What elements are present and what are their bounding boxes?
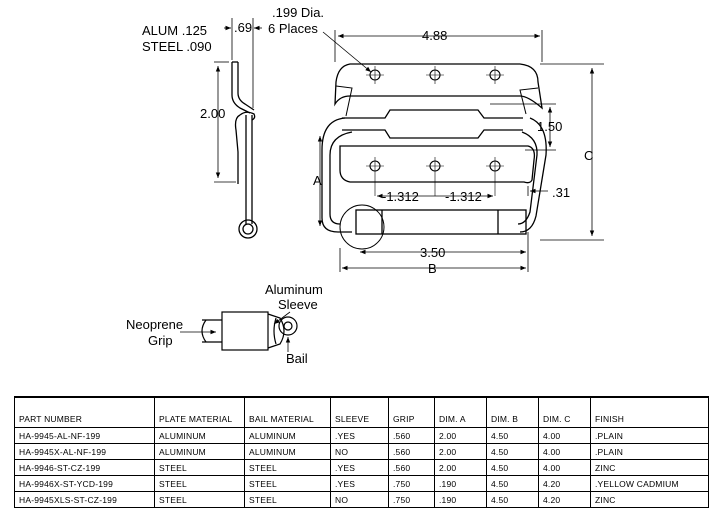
column-header: PART NUMBER xyxy=(14,396,155,428)
table-cell: STEEL xyxy=(244,491,331,508)
table-cell: .560 xyxy=(388,459,435,476)
table-cell: 4.00 xyxy=(538,443,591,460)
table-cell: HA-9945-AL-NF-199 xyxy=(14,427,155,444)
side-view xyxy=(214,18,258,239)
table-cell: ALUMINUM xyxy=(154,427,245,444)
column-header: FINISH xyxy=(590,396,709,428)
table-cell: .560 xyxy=(388,427,435,444)
table-cell: STEEL xyxy=(244,459,331,476)
table-cell: .PLAIN xyxy=(590,443,709,460)
table-cell: HA-9946X-ST-YCD-199 xyxy=(14,475,155,492)
table-cell: ZINC xyxy=(590,459,709,476)
table-cell: ALUMINUM xyxy=(244,427,331,444)
table-cell: .560 xyxy=(388,443,435,460)
sleeve-label-2: Sleeve xyxy=(278,297,318,312)
column-header: SLEEVE xyxy=(330,396,389,428)
table-cell: HA-9946-ST-CZ-199 xyxy=(14,459,155,476)
hole-count-label: 6 Places xyxy=(268,21,318,36)
technical-drawing: ALUM .125 STEEL .090 .69 2.00 xyxy=(126,5,604,366)
table-cell: STEEL xyxy=(154,491,245,508)
column-header: BAIL MATERIAL xyxy=(244,396,331,428)
dim-a-label: A xyxy=(313,173,322,188)
table-cell: 4.00 xyxy=(538,427,591,444)
edge-offset-label: .31 xyxy=(552,185,570,200)
hole-dia-label: .199 Dia. xyxy=(272,5,324,20)
width-top-label: 4.88 xyxy=(422,28,447,43)
table-cell: 4.50 xyxy=(486,491,539,508)
sleeve-label-1: Aluminum xyxy=(265,282,323,297)
table-cell: .750 xyxy=(388,475,435,492)
offset-label: .69 xyxy=(234,20,252,35)
table-cell: .PLAIN xyxy=(590,427,709,444)
table-cell: 4.20 xyxy=(538,475,591,492)
bail-label: Bail xyxy=(286,351,308,366)
table-cell: 2.00 xyxy=(434,427,487,444)
table-cell: .190 xyxy=(434,475,487,492)
hole-leader xyxy=(322,31,372,73)
table-cell: NO xyxy=(330,491,389,508)
dim-b-label: B xyxy=(428,261,437,276)
steel-thickness-label: STEEL .090 xyxy=(142,39,212,54)
dim-150-label: 1.50 xyxy=(537,119,562,134)
table-cell: HA-9945X-AL-NF-199 xyxy=(14,443,155,460)
table-cell: STEEL xyxy=(154,475,245,492)
front-view xyxy=(321,63,547,250)
table-cell: STEEL xyxy=(244,475,331,492)
spacing-right-label: -1.312 xyxy=(445,189,482,204)
table-cell: ZINC xyxy=(590,491,709,508)
column-header: DIM. A xyxy=(434,396,487,428)
table-cell: .750 xyxy=(388,491,435,508)
table-cell: 4.50 xyxy=(486,459,539,476)
column-header: PLATE MATERIAL xyxy=(154,396,245,428)
dim-c-label: C xyxy=(584,148,593,163)
table-cell: 2.00 xyxy=(434,443,487,460)
table-cell: ALUMINUM xyxy=(244,443,331,460)
column-header: DIM. C xyxy=(538,396,591,428)
table-cell: 4.50 xyxy=(486,443,539,460)
table-cell: 4.20 xyxy=(538,491,591,508)
table-cell: HA-9945XLS-ST-CZ-199 xyxy=(14,491,155,508)
table-cell: ALUMINUM xyxy=(154,443,245,460)
grip-span-label: 3.50 xyxy=(420,245,445,260)
front-dimensions xyxy=(334,30,604,272)
column-header: GRIP xyxy=(388,396,435,428)
table-cell: .YELLOW CADMIUM xyxy=(590,475,709,492)
table-cell: STEEL xyxy=(154,459,245,476)
table-cell: 4.50 xyxy=(486,427,539,444)
spacing-left-label: -1.312 xyxy=(382,189,419,204)
table-cell: .YES xyxy=(330,475,389,492)
table-cell: NO xyxy=(330,443,389,460)
table-cell: .YES xyxy=(330,427,389,444)
table-cell: .190 xyxy=(434,491,487,508)
table-cell: .YES xyxy=(330,459,389,476)
grip-label-1: Neoprene xyxy=(126,317,183,332)
sleeve-leader xyxy=(273,311,291,325)
side-height-label: 2.00 xyxy=(200,106,225,121)
alum-thickness-label: ALUM .125 xyxy=(142,23,207,38)
mounting-holes xyxy=(366,66,504,196)
grip-label-2: Grip xyxy=(148,333,173,348)
table-cell: 4.00 xyxy=(538,459,591,476)
table-cell: 2.00 xyxy=(434,459,487,476)
column-header: DIM. B xyxy=(486,396,539,428)
table-cell: 4.50 xyxy=(486,475,539,492)
